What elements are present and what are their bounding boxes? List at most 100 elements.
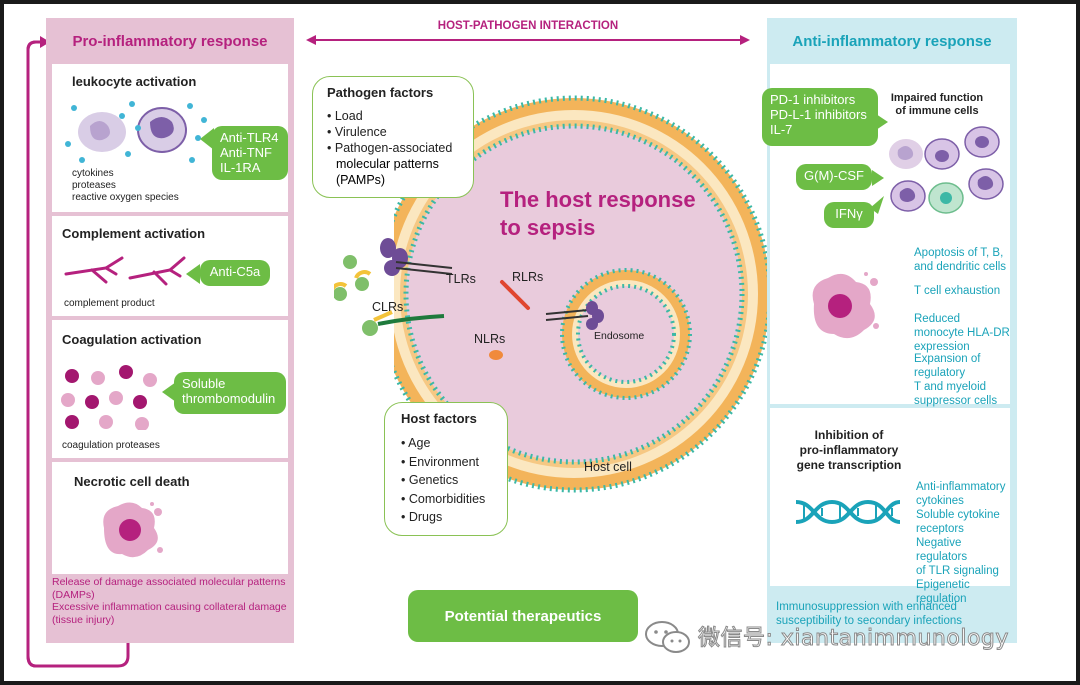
gene-item-epigenetic: Epigenetic regulation [916, 579, 970, 605]
hla-dr-line1: Reduced monocyte HLA-DR [914, 313, 1010, 339]
anti-inflammatory-title: Anti-inflammatory response [792, 32, 992, 50]
anti-footer-line1: Immunosuppression with enhanced [776, 601, 957, 613]
gene-item-regulators: Negative regulators [916, 537, 968, 563]
dna-helix-icon [795, 499, 901, 525]
therapy-thrombomodulin: Soluble thrombomodulin [174, 372, 286, 414]
gene-item-cytokines: Anti-inflammatory cytokines [916, 481, 1006, 507]
apoptosis-item: Apoptosis of T, B, and dendritic cells [914, 246, 1006, 274]
gene-item-tlr: of TLR signaling [916, 565, 999, 577]
impaired-function-label: Impaired function of immune cells [882, 92, 992, 118]
wechat-icon [645, 621, 690, 653]
gene-items: Anti-inflammatory cytokines Soluble cyto… [916, 480, 1010, 606]
coagulation-panel: Coagulation activation Soluble thrombomo… [52, 320, 288, 458]
complement-product-icon [64, 256, 186, 286]
therapy-ifng: IFNγ [824, 202, 874, 228]
inhibition-title: Inhibition of pro-inflammatory gene tran… [784, 428, 914, 473]
therapy-il1ra: IL-1RA [220, 160, 261, 175]
regulatory-line2: T and myeloid [914, 381, 987, 393]
therapy-pointer-icon [162, 382, 176, 402]
pathogen-item-line4: molecular patterns [336, 157, 439, 171]
inhibition-line1: Inhibition of [814, 428, 884, 442]
necrotic-title: Necrotic cell death [74, 474, 190, 489]
leukocyte-label-ros: reactive oxygen species [72, 192, 179, 203]
therapy-pdl1-label: PD-L-1 inhibitors [770, 107, 867, 122]
impaired-line1: Impaired function [890, 92, 984, 104]
pathogen-item-virulence: Virulence [327, 124, 459, 140]
label-tlrs: TLRs [446, 272, 476, 286]
sepsis-title-line2: to sepsis [500, 215, 596, 240]
label-host-cell: Host cell [584, 460, 632, 474]
immune-cells-icon [889, 126, 1004, 214]
host-factors-box: Host factors Age Environment Genetics Co… [384, 402, 508, 536]
therapy-pointer-icon [870, 196, 884, 214]
pro-inflammatory-title: Pro-inflammatory response [72, 32, 268, 50]
label-nlrs: NLRs [474, 332, 506, 346]
footer-line-tissue: (tissue injury) [52, 613, 115, 626]
therapy-anti-tnf: Anti-TNF [220, 145, 272, 160]
pathogen-item-pamps: Pathogen-associated [327, 140, 459, 156]
necrotic-panel: Necrotic cell death [52, 462, 288, 574]
therapy-pointer-icon [186, 264, 200, 284]
therapy-gm-csf: G(M)-CSF [796, 164, 872, 190]
complement-panel: Complement activation Anti-C5a complemen… [52, 216, 288, 316]
therapy-pointer-icon [876, 114, 888, 130]
pathogen-item-line5: (PAMPs) [336, 173, 386, 187]
impaired-line2: of immune cells [895, 105, 979, 117]
anti-footer-line2: susceptibility to secondary infections [776, 615, 963, 627]
host-item-environment: Environment [401, 453, 491, 472]
therapy-il7-label: IL-7 [770, 122, 793, 137]
host-item-age: Age [401, 434, 491, 453]
leukocyte-title: leukocyte activation [72, 74, 197, 89]
feedback-arrow-path [26, 36, 130, 668]
gene-item-receptors: Soluble cytokine receptors [916, 509, 1000, 535]
therapy-pointer-icon [200, 128, 214, 150]
leukocyte-panel: leukocyte activation cytokines proteases… [52, 64, 288, 212]
complement-title: Complement activation [62, 226, 206, 241]
host-item-comorbidities: Comorbidities [401, 490, 491, 509]
endosome-receptor-icon [545, 301, 604, 330]
leukocyte-label-cytokines: cytokines [72, 168, 114, 179]
therapy-pd1: PD-1 inhibitors PD-L-1 inhibitors IL-7 [762, 88, 878, 146]
receptor-icons [334, 238, 453, 336]
footer-line-damps: Release of damage associated molecular p… [52, 576, 286, 588]
footer-line-damps-abbr: (DAMPs) [52, 588, 95, 601]
leukocyte-labels: cytokines proteases reactive oxygen spec… [72, 168, 179, 204]
double-arrow-icon [306, 35, 750, 45]
coagulation-label: coagulation proteases [62, 440, 160, 451]
regulatory-line3: suppressor cells [914, 395, 998, 407]
therapy-anti-tlr4: Anti-TLR4 [220, 130, 279, 145]
immune-panel: PD-1 inhibitors PD-L-1 inhibitors IL-7 I… [762, 64, 1010, 407]
pathogen-item-load: Load [327, 108, 459, 124]
coagulation-proteases-icon [61, 365, 157, 430]
footer-line-inflammation: Excessive inflammation causing collatera… [52, 601, 287, 613]
leukocyte-label-proteases: proteases [72, 180, 116, 191]
rlr-receptor-icon [500, 280, 530, 310]
diagram-canvas: Pro-inflammatory response leukocyte acti… [4, 4, 1076, 681]
watermark-text: 微信号: xiantanimmunology [698, 626, 1009, 652]
gene-panel: Inhibition of pro-inflammatory gene tran… [770, 408, 1010, 605]
nlr-receptor-icon [489, 350, 503, 360]
sepsis-title: The host response to sepsis [500, 186, 696, 242]
necrotic-cell-icon [103, 502, 163, 558]
complement-product-label: complement product [64, 298, 155, 309]
host-factors-title: Host factors [401, 411, 477, 426]
host-item-drugs: Drugs [401, 508, 491, 527]
coagulation-title: Coagulation activation [62, 332, 202, 347]
therapy-pd1-label: PD-1 inhibitors [770, 92, 856, 107]
leukocyte-cells-icon [65, 101, 207, 163]
therapy-anti-c5a: Anti-C5a [200, 260, 270, 286]
pathogen-factors-title: Pathogen factors [327, 85, 434, 100]
pro-inflammatory-footer: Release of damage associated molecular p… [52, 576, 292, 626]
hla-dr-line2: expression [914, 341, 970, 353]
label-clrs: CLRs [372, 300, 404, 314]
host-pathogen-title: HOST-PATHOGEN INTERACTION [437, 20, 619, 32]
exhaustion-item: T cell exhaustion [914, 285, 1001, 297]
label-rlrs: RLRs [512, 270, 544, 284]
sepsis-title-line1: The host response [500, 187, 696, 212]
therapy-pointer-icon [872, 170, 884, 186]
pathogen-factors-box: Pathogen factors Load Virulence Pathogen… [312, 76, 474, 198]
inhibition-line3: gene transcription [796, 458, 902, 472]
apoptosis-line1: Apoptosis of T, B, [914, 247, 1004, 259]
label-endosome: Endosome [594, 330, 645, 342]
hla-dr-item: Reduced monocyte HLA-DR expression [914, 312, 1010, 354]
